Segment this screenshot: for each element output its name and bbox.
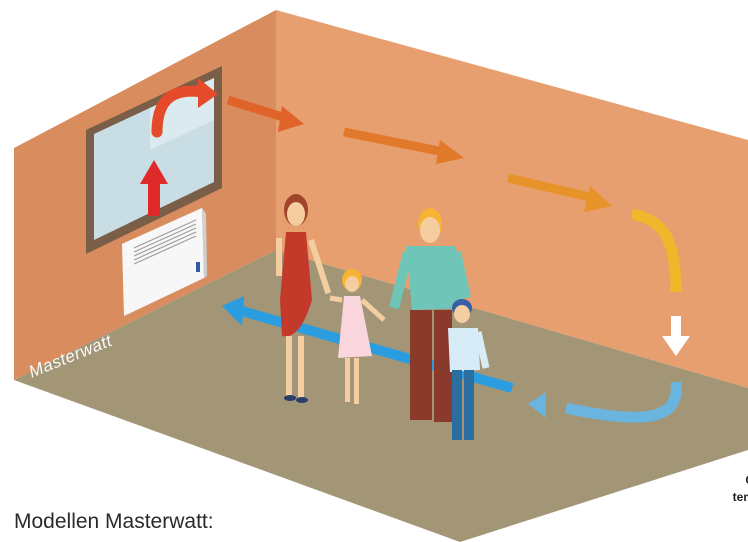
family-figures (276, 194, 490, 440)
warm-air-arrows (140, 78, 690, 356)
back-wall (276, 10, 748, 388)
floor (14, 250, 748, 542)
heater-panel-icon (122, 208, 207, 316)
side-label-line1: C (664, 472, 748, 489)
page-heading: Modellen Masterwatt: (14, 510, 214, 533)
side-label: C tem (664, 472, 748, 506)
side-label-line2: tem (732, 490, 748, 504)
